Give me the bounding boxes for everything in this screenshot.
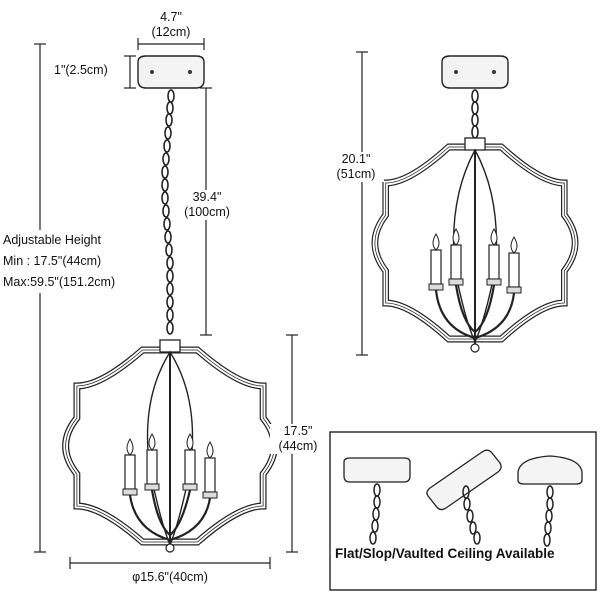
vaulted-ceiling-icon [517,455,583,547]
dimension-lines [34,38,368,569]
sloped-ceiling-icon [426,449,502,545]
chain-length-cm: (100cm) [184,205,230,219]
body-height-cm: (44cm) [278,439,318,453]
flat-ceiling-icon [343,457,411,545]
left-canopy [137,55,205,89]
canopy-height-label: 1"(2.5cm) [54,63,108,77]
body-height-label: 17.5" (44cm) [270,424,326,454]
fixed-height-cm: (51cm) [336,167,376,181]
adjustable-height-min: Min : 17.5"(44cm) [3,254,102,268]
fixed-height-label: 20.1" (51cm) [328,152,384,182]
adjustable-height-max: Max:59.5"(151.2cm) [3,275,116,289]
ceiling-options-box [329,431,597,591]
chain-length-label: 39.4" (100cm) [176,190,238,220]
body-height-in: 17.5" [283,424,313,438]
left-chandelier [66,55,275,553]
adjustable-height-block: Adjustable Height Min : 17.5"(44cm) Max:… [3,230,116,293]
canopy-width-label: 4.7" (12cm) [131,10,211,40]
chain-length-in: 39.4" [192,190,222,204]
canopy-width-in: 4.7" [160,10,182,24]
fixed-height-in: 20.1" [341,152,371,166]
adjustable-height-title: Adjustable Height [3,233,101,247]
right-chandelier [375,55,575,353]
diameter-label: φ15.6"(40cm) [132,570,208,584]
ceiling-note: Flat/Slop/Vaulted Ceiling Available [335,546,555,561]
canopy-width-cm: (12cm) [151,25,191,39]
left-chain [161,89,175,335]
